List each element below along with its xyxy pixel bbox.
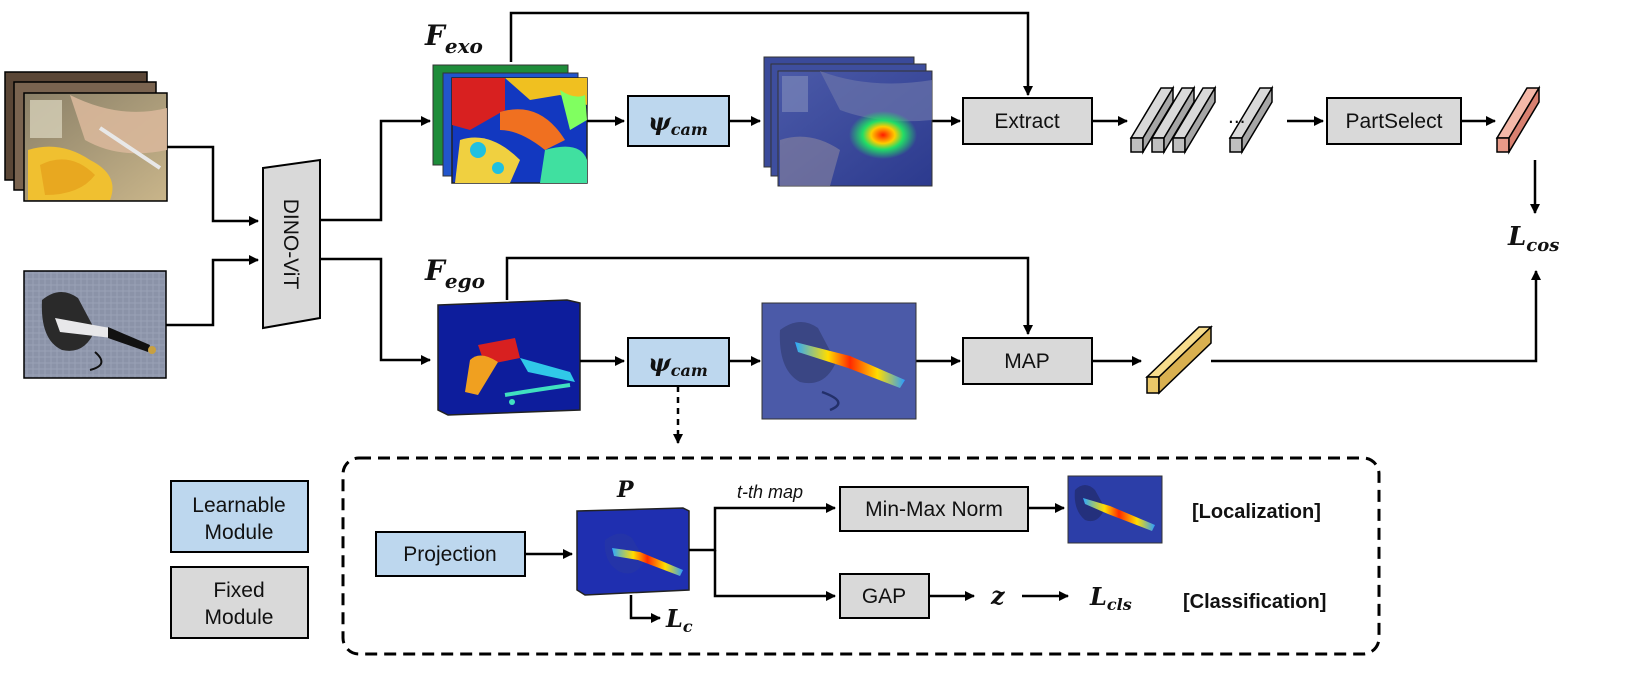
gap-box: GAP xyxy=(839,573,930,619)
svg-text:Projection: Projection xyxy=(403,543,496,566)
detail-arrows xyxy=(629,503,1069,623)
svg-text:Extract: Extract xyxy=(994,110,1060,133)
f-exo-label: Fexo xyxy=(424,19,483,58)
svg-text:Fixed: Fixed xyxy=(213,579,264,602)
loss-c: Lc xyxy=(665,604,693,636)
svg-text:ψcam: ψcam xyxy=(648,107,708,139)
legend-learnable: Learnable Module xyxy=(170,480,309,553)
loss-cls: Lcls xyxy=(1089,582,1132,614)
normalized-map xyxy=(1067,475,1163,544)
svg-text:GAP: GAP xyxy=(862,585,906,608)
svg-text:Module: Module xyxy=(205,521,274,544)
classification-label: [Classification] xyxy=(1183,591,1326,613)
top-arrows-a xyxy=(509,11,1496,126)
svg-text:Module: Module xyxy=(205,606,274,629)
exo-feature-vectors xyxy=(1129,85,1274,155)
svg-text:ψcam: ψcam xyxy=(648,348,708,380)
p-map xyxy=(576,507,690,596)
svg-text:Lcls: Lcls xyxy=(1089,582,1132,614)
bottom-arrows xyxy=(505,256,1541,366)
svg-text:Min-Max Norm: Min-Max Norm xyxy=(865,498,1003,521)
ego-vector xyxy=(1145,325,1213,395)
vector-n xyxy=(1228,85,1274,155)
partselect-box: PartSelect xyxy=(1326,97,1462,145)
svg-text:Fego: Fego xyxy=(424,254,485,293)
svg-text:Fexo: Fexo xyxy=(424,19,483,58)
tth-map-label: t-th map xyxy=(737,482,803,502)
vector-1 xyxy=(1129,85,1175,155)
svg-text:Lcos: Lcos xyxy=(1507,222,1559,256)
localization-label: [Localization] xyxy=(1192,501,1321,523)
vector-3 xyxy=(1171,85,1217,155)
ellipsis: ... xyxy=(1228,105,1246,128)
exo-part-vector xyxy=(1495,85,1541,155)
input-arrows xyxy=(166,116,431,365)
exo-cam-heatmaps xyxy=(763,56,933,187)
dino-vit-backbone: DINO-ViT xyxy=(262,158,321,330)
z-label: z xyxy=(990,581,1006,610)
svg-text:PartSelect: PartSelect xyxy=(1346,110,1443,133)
ego-input-image xyxy=(23,270,167,379)
svg-text:Learnable: Learnable xyxy=(192,494,285,517)
extract-box: Extract xyxy=(962,97,1093,145)
detail-panel-border xyxy=(341,456,1381,656)
p-label: P xyxy=(616,477,635,503)
map-box: MAP xyxy=(962,337,1093,385)
svg-text:Lc: Lc xyxy=(665,604,693,636)
minmax-norm-box: Min-Max Norm xyxy=(839,486,1029,532)
f-ego-label: Fego xyxy=(424,254,485,293)
f-exo-feature-maps xyxy=(432,64,588,184)
svg-text:MAP: MAP xyxy=(1004,350,1050,373)
loss-cos: Lcos xyxy=(1507,222,1559,256)
psi-cam-bottom-box: ψcam xyxy=(627,337,730,387)
f-ego-feature-map xyxy=(437,299,581,416)
dino-vit-label: DINO-ViT xyxy=(279,199,302,290)
legend-fixed: Fixed Module xyxy=(170,566,309,639)
exo-input-images xyxy=(4,71,168,202)
svg-text:P: P xyxy=(616,477,635,503)
psi-cam-top-box: ψcam xyxy=(627,95,730,147)
ego-cam-heatmap xyxy=(761,302,917,420)
projection-box: Projection xyxy=(375,531,526,577)
